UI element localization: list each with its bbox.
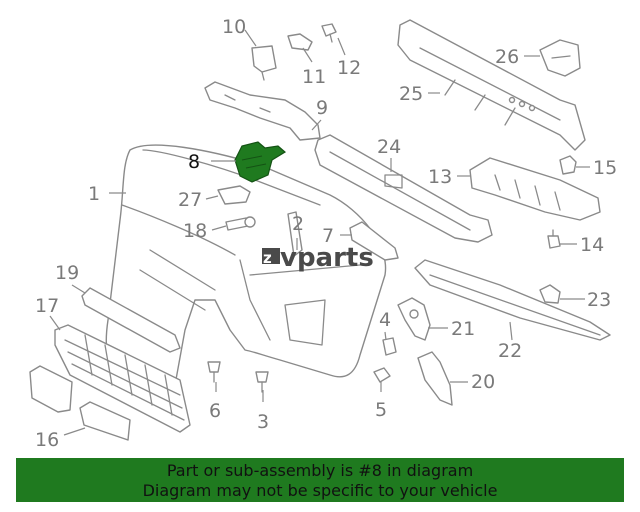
part-18-bolt[interactable] xyxy=(225,216,256,231)
banner-line-1: Part or sub-assembly is #8 in diagram xyxy=(166,461,474,480)
part-24-energy-absorber[interactable] xyxy=(314,134,493,243)
label-20: 20 xyxy=(471,371,495,393)
part-20-cover[interactable] xyxy=(417,351,453,406)
label-24: 24 xyxy=(377,136,401,158)
label-11: 11 xyxy=(302,66,326,88)
zvparts-logo: z vparts xyxy=(262,243,374,273)
label-14: 14 xyxy=(580,234,604,256)
label-25: 25 xyxy=(399,83,423,105)
banner-line-2: Diagram may not be specific to your vehi… xyxy=(142,481,498,500)
part-2-bracket[interactable] xyxy=(287,211,303,257)
leader-lines xyxy=(49,29,590,436)
part-4-bracket[interactable] xyxy=(382,337,397,356)
part-12-screw[interactable] xyxy=(321,23,337,43)
label-26: 26 xyxy=(495,46,519,68)
label-2: 2 xyxy=(292,213,304,235)
label-13: 13 xyxy=(428,166,452,188)
svg-text:vparts: vparts xyxy=(280,243,374,273)
label-6: 6 xyxy=(209,400,221,422)
label-19: 19 xyxy=(55,262,79,284)
label-15: 15 xyxy=(593,157,617,179)
label-10: 10 xyxy=(222,16,246,38)
part-15-clip[interactable] xyxy=(559,155,577,175)
label-27: 27 xyxy=(178,189,202,211)
label-17: 17 xyxy=(35,295,59,317)
part-14-nut[interactable] xyxy=(547,229,561,249)
part-16-bracket[interactable] xyxy=(29,365,131,441)
part-25-reinforcement-beam[interactable] xyxy=(397,19,586,151)
label-3: 3 xyxy=(257,411,269,433)
part-13-retainer[interactable] xyxy=(469,157,601,221)
part-23-bracket[interactable] xyxy=(539,284,561,304)
part-9-bracket[interactable] xyxy=(204,81,321,141)
part-5-clip[interactable] xyxy=(373,367,391,383)
label-1: 1 xyxy=(88,183,100,205)
label-12: 12 xyxy=(337,57,361,79)
label-4: 4 xyxy=(379,309,391,331)
part-11-clip[interactable] xyxy=(287,33,313,51)
label-5: 5 xyxy=(375,399,387,421)
part-26-bracket[interactable] xyxy=(539,39,581,77)
label-18: 18 xyxy=(183,220,207,242)
label-21: 21 xyxy=(451,318,475,340)
part-10-clip[interactable] xyxy=(251,45,277,81)
part-27-sensor[interactable] xyxy=(217,185,251,205)
part-21-cover[interactable] xyxy=(397,297,431,341)
svg-text:z: z xyxy=(263,249,272,267)
label-16: 16 xyxy=(35,429,59,451)
label-9: 9 xyxy=(316,97,328,119)
label-22: 22 xyxy=(498,340,522,362)
part-19-molding[interactable] xyxy=(81,287,181,353)
info-banner: Part or sub-assembly is #8 in diagram Di… xyxy=(16,458,624,502)
part-7-garnish[interactable] xyxy=(349,221,399,261)
label-8-highlighted: 8 xyxy=(188,151,200,173)
label-23: 23 xyxy=(587,289,611,311)
part-8-bracket-highlighted[interactable] xyxy=(234,141,287,183)
part-3-clip[interactable] xyxy=(255,371,269,393)
part-6-clip[interactable] xyxy=(207,361,221,383)
label-7: 7 xyxy=(322,225,334,247)
part-17-lower-grille[interactable] xyxy=(54,324,191,433)
part-22-molding[interactable] xyxy=(414,259,611,341)
